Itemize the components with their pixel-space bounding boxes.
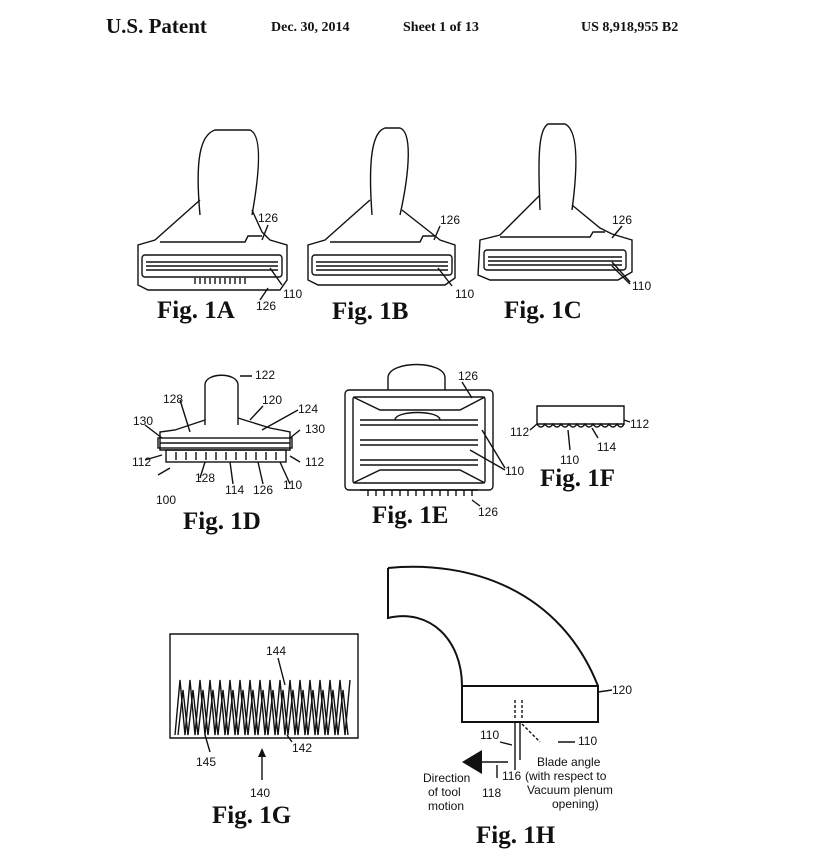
ref-110: 110 [455, 287, 474, 301]
fig-1a-drawing: 126 110 [137, 129, 302, 301]
ref-122: 122 [255, 368, 275, 382]
ref-112: 112 [630, 417, 649, 431]
patent-date: Dec. 30, 2014 [271, 20, 350, 35]
ref-112: 112 [305, 455, 324, 469]
patent-number: US 8,918,955 B2 [581, 20, 679, 35]
ref-112: 112 [510, 425, 529, 439]
ref-120: 120 [262, 393, 282, 407]
patent-label: U.S. Patent [106, 14, 207, 38]
fig-1g-drawing: 144 145 142 140 [169, 633, 359, 800]
ref-128: 128 [195, 471, 215, 485]
fig-1b-drawing: 126 110 [307, 127, 474, 301]
ref-142: 142 [292, 741, 312, 755]
ref-124: 124 [298, 402, 318, 416]
ref-128: 128 [163, 392, 183, 406]
ref-110: 110 [283, 478, 302, 492]
fig-1d-drawing: 122 120 124 128 130 130 112 112 128 114 … [132, 368, 325, 507]
blade-angle-line3: Vacuum plenum [527, 783, 613, 797]
ref-112: 112 [132, 455, 151, 469]
fig-1c-label: Fig. 1C [504, 297, 582, 324]
ref-114: 114 [597, 440, 616, 454]
ref-126: 126 [478, 505, 498, 519]
ref-126-1a-bottom: 126 [256, 299, 277, 313]
ref-114: 114 [225, 483, 244, 497]
fig-1h-label: Fig. 1H [476, 822, 556, 849]
ref-130: 130 [305, 422, 325, 436]
ref-145: 145 [196, 755, 216, 769]
fig-1d-label: Fig. 1D [183, 508, 261, 535]
ref-126: 126 [253, 483, 273, 497]
fig-1f-drawing: 112 112 114 110 [510, 405, 649, 467]
fig-1e-label: Fig. 1E [372, 502, 449, 529]
ref-110: 110 [480, 728, 499, 742]
blade-angle-line2: (with respect to [525, 769, 607, 783]
sheet-number: Sheet 1 of 13 [403, 20, 479, 35]
fig-1b-label: Fig. 1B [332, 298, 409, 325]
ref-100: 100 [156, 493, 176, 507]
ref-120: 120 [612, 683, 632, 697]
ref-126: 126 [458, 369, 478, 383]
blade-angle-line1: Blade angle [537, 755, 601, 769]
ref-110: 110 [283, 287, 302, 301]
fig-1g-label: Fig. 1G [212, 802, 292, 829]
blade-angle-line4: opening) [552, 797, 599, 811]
direction-line3: motion [428, 799, 464, 813]
ref-140: 140 [250, 786, 270, 800]
ref-126: 126 [258, 211, 278, 225]
ref-110: 110 [505, 464, 524, 478]
fig-1h-drawing: 120 110 110 116 118 Blade angle (with re… [387, 565, 632, 813]
ref-110: 110 [560, 453, 579, 467]
ref-130: 130 [133, 414, 153, 428]
direction-line1: Direction [423, 771, 470, 785]
ref-126: 126 [440, 213, 460, 227]
fig-1c-drawing: 126 110 [477, 123, 651, 293]
ref-116: 116 [502, 769, 521, 783]
fig-1a-label: Fig. 1A [157, 297, 235, 324]
ref-110: 110 [578, 734, 597, 748]
fig-1f-label: Fig. 1F [540, 465, 615, 492]
fig-1e-drawing: 126 110 126 [344, 363, 524, 519]
ref-110: 110 [632, 279, 651, 293]
ref-118: 118 [482, 786, 501, 800]
ref-144: 144 [266, 644, 286, 658]
direction-line2: of tool [428, 785, 461, 799]
ref-126: 126 [612, 213, 632, 227]
